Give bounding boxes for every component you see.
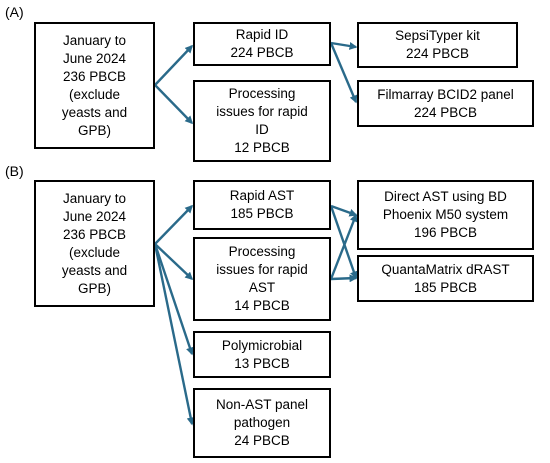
panel-b-direct-ast-box: Direct AST using BD Phoenix M50 system 1… xyxy=(357,180,534,250)
arrow-a-source-to-processing xyxy=(154,84,194,125)
arrow-a-rapid-id-to-filmarray xyxy=(329,42,358,104)
arrow-b-rapid-ast-to-direct-ast xyxy=(330,204,358,217)
arrow-b-source-to-non-ast xyxy=(153,243,195,426)
panel-a-sepsityper-box: SepsiTyper kit 224 PBCB xyxy=(357,22,518,68)
arrow-b-source-to-processing xyxy=(154,243,194,281)
panel-a-filmarray-box: Filmarray BCID2 panel 224 PBCB xyxy=(357,80,534,127)
arrow-b-processing-to-quantamatrix xyxy=(330,274,358,283)
panel-b-label: (B) xyxy=(5,163,24,179)
panel-b-quantamatrix-box: QuantaMatrix dRAST 185 PBCB xyxy=(357,255,534,302)
panel-b-processing-issues-box: Processing issues for rapid AST 14 PBCB xyxy=(193,237,331,321)
arrow-b-rapid-ast-to-quantamatrix xyxy=(329,205,358,280)
panel-b-rapid-ast-box: Rapid AST 185 PBCB xyxy=(193,180,331,230)
panel-a-source-box: January to June 2024 236 PBCB (exclude y… xyxy=(34,22,155,149)
arrow-a-rapid-id-to-sepsityper xyxy=(330,41,358,50)
panel-a-label: (A) xyxy=(5,4,24,20)
arrow-b-processing-to-direct-ast xyxy=(329,213,358,280)
panel-a-rapid-id-box: Rapid ID 224 PBCB xyxy=(193,22,331,66)
panel-b-polymicrobial-box: Polymicrobial 13 PBCB xyxy=(193,331,331,378)
panel-b-non-ast-box: Non-AST panel pathogen 24 PBCB xyxy=(193,388,331,458)
arrow-b-source-to-rapid-ast xyxy=(154,204,194,245)
panel-a-processing-issues-box: Processing issues for rapid ID 12 PBCB xyxy=(193,80,331,162)
arrow-a-source-to-rapid-id xyxy=(154,44,194,86)
panel-b-source-box: January to June 2024 236 PBCB (exclude y… xyxy=(34,180,155,307)
arrow-b-source-to-polymicrobial xyxy=(153,243,194,356)
